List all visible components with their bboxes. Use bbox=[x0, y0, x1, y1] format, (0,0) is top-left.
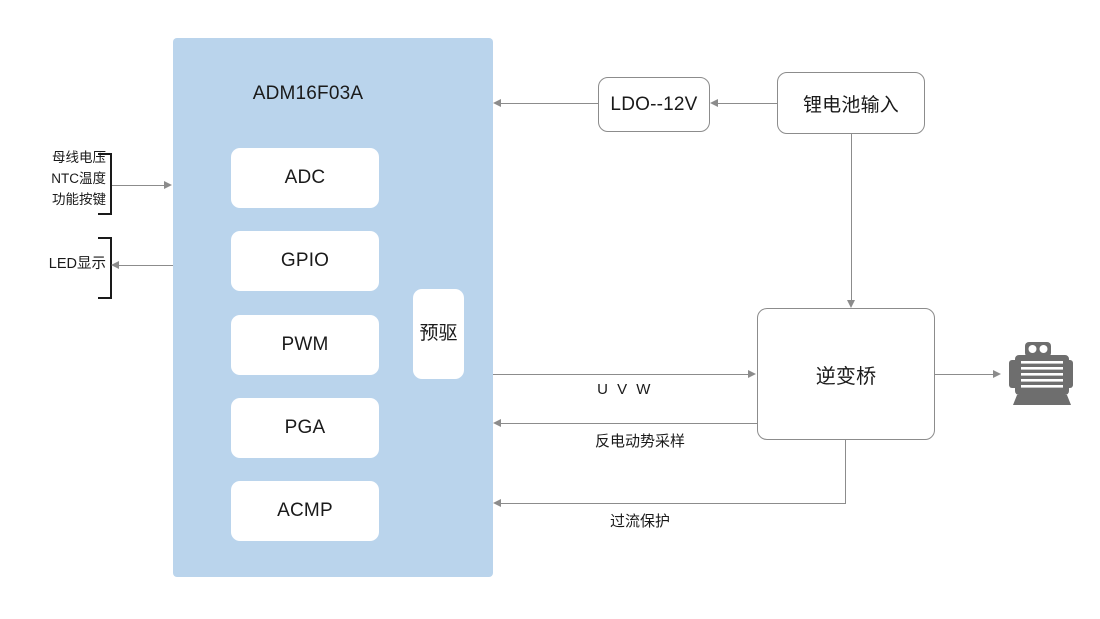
ldo-to-mcu-line bbox=[501, 103, 598, 104]
back-emf-arrow-icon bbox=[493, 418, 501, 427]
over-current-arrow-icon bbox=[493, 498, 501, 507]
mcu-title: ADM16F03A bbox=[252, 83, 364, 104]
back-emf-line bbox=[501, 423, 757, 424]
mcu-peripheral-adc[interactable]: ADC bbox=[231, 148, 379, 208]
inverter-to-motor-arrow-icon bbox=[993, 369, 1001, 378]
sensor-input-line bbox=[112, 185, 166, 186]
mcu-peripheral-acmp[interactable]: ACMP bbox=[231, 481, 379, 541]
over-current-line bbox=[501, 503, 846, 504]
battery-input-box[interactable]: 锂电池输入 bbox=[777, 72, 925, 134]
sensor-input-arrow-icon bbox=[164, 180, 172, 189]
inverter-bridge-box[interactable]: 逆变桥 bbox=[757, 308, 935, 440]
inverter-to-motor-line bbox=[935, 374, 995, 375]
sensor-label-bus-voltage: 母线电压 bbox=[52, 150, 106, 165]
ldo-box[interactable]: LDO--12V bbox=[598, 77, 710, 132]
mcu-peripheral-pwm[interactable]: PWM bbox=[231, 315, 379, 375]
sensor-group-labels: 母线电压 NTC温度 功能按键 bbox=[14, 148, 106, 211]
electric-motor-icon bbox=[1009, 342, 1073, 405]
mcu-peripheral-gpio[interactable]: GPIO bbox=[231, 231, 379, 291]
uvw-label: U V W bbox=[597, 381, 653, 398]
predriver-block[interactable]: 预驱 bbox=[413, 289, 464, 379]
over-current-label: 过流保护 bbox=[609, 513, 670, 530]
led-display-label: LED显示 bbox=[48, 256, 106, 272]
uvw-line bbox=[493, 374, 749, 375]
sensor-group-bracket bbox=[98, 153, 112, 215]
led-display-bracket bbox=[98, 237, 112, 299]
battery-to-inverter-line bbox=[851, 134, 852, 300]
battery-to-inverter-arrow-icon bbox=[846, 300, 855, 308]
sensor-label-function-key: 功能按键 bbox=[52, 191, 106, 207]
led-output-line bbox=[119, 265, 173, 266]
led-output-arrow-icon bbox=[111, 260, 119, 269]
back-emf-label: 反电动势采样 bbox=[594, 433, 685, 450]
battery-to-ldo-arrow-icon bbox=[710, 98, 718, 107]
over-current-vertical-line bbox=[845, 440, 846, 504]
uvw-arrow-icon bbox=[748, 369, 756, 378]
ldo-to-mcu-arrow-icon bbox=[493, 98, 501, 107]
battery-to-ldo-line bbox=[718, 103, 777, 104]
mcu-peripheral-pga[interactable]: PGA bbox=[231, 398, 379, 458]
sensor-label-ntc-temp: NTC温度 bbox=[51, 170, 106, 186]
